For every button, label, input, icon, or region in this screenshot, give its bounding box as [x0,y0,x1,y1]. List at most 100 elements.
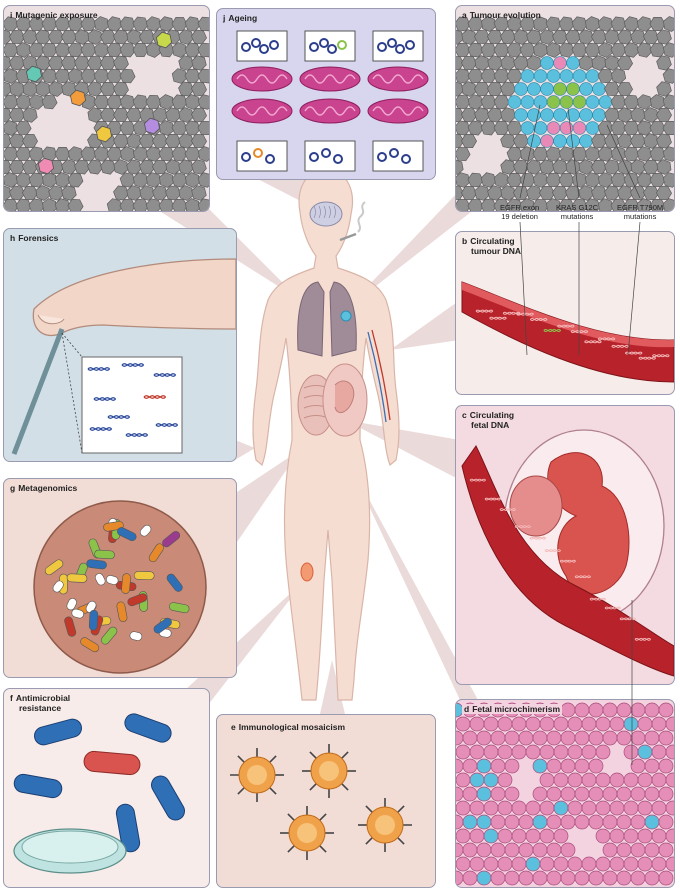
cell [54,68,71,84]
cell [578,55,594,71]
microbe [129,631,143,641]
tissue-cell [644,758,660,774]
tissue-cell [581,744,597,760]
tumour-cell [553,82,567,96]
cell [513,159,529,175]
resistant-bacterium [83,750,141,776]
microbe [106,575,119,585]
cell [656,159,672,175]
brain-fold [333,205,336,219]
cell [4,94,19,110]
cell [506,120,523,136]
cell [171,16,188,32]
cell [636,42,653,58]
tumour-cell [566,82,580,96]
brain [309,201,343,227]
tissue-cell [504,786,520,802]
cell [113,81,129,97]
zoom-line [61,332,83,454]
tissue-cell [456,744,471,760]
tissue-cell [644,730,660,746]
tissue-cell [539,856,555,872]
tissue-cell [616,702,632,718]
cell [28,94,45,110]
tumour-cell [553,134,567,148]
cell [597,16,614,32]
tissue-cell [623,744,639,760]
tissue-cell [637,772,653,788]
cell [171,172,188,188]
tissue-cell [456,800,471,816]
tissue-cell [630,870,646,886]
finger [32,258,236,337]
cell [15,198,32,211]
cell [591,133,607,149]
tissue-cell [539,744,555,760]
cell [185,198,200,211]
tumour-cell [592,108,606,122]
tumour-cell [546,121,561,135]
cell [171,199,188,211]
tissue-cell [644,870,660,886]
cell [106,42,123,58]
tissue-cell [456,814,464,830]
cell [650,94,665,110]
tissue-cell [553,716,569,732]
cell [649,42,666,58]
tumour-cell [559,95,574,109]
cell [500,81,516,97]
tissue-cell [525,856,541,872]
cell [630,107,646,123]
cell [190,29,208,45]
cell [610,172,627,188]
cell [526,29,542,45]
cell [539,159,555,175]
tissue-cell [539,828,555,844]
mtdna-circle [309,42,319,52]
dna-fragment [570,330,589,334]
tissue-cell [588,786,604,802]
microbe [121,573,131,594]
cell [106,94,123,110]
mutated-cell [95,125,113,143]
tissue-cell [651,744,667,760]
dna-fragment [514,525,531,529]
cell [584,172,601,188]
cell [87,159,103,175]
tissue-cell [637,856,653,872]
cell [178,81,194,97]
cell [467,172,484,188]
tumour-cell [540,56,554,70]
mtdna-circle [319,38,329,48]
microbe [94,573,106,586]
cristae [236,74,288,84]
dna-fragment [87,367,111,371]
tumour-cell [553,56,567,70]
cell [4,29,12,45]
tissue-cell [623,800,639,816]
cell [487,185,503,201]
tissue-cell [560,870,576,886]
cell [571,198,588,211]
cell [15,94,32,110]
cell [132,16,149,32]
dna-fragment [619,617,636,621]
tissue-cell [469,800,485,816]
microbe [88,609,99,631]
cell [93,68,110,84]
cell [480,68,497,84]
mitochondrion [299,66,361,92]
tissue-cell [469,772,485,788]
microbe [148,543,164,563]
tissue-cell [651,772,667,788]
cell [60,55,78,71]
tissue-cell [497,828,513,844]
cell [158,16,175,32]
vein [367,331,387,423]
tissue-cell [504,870,520,886]
tissue-cell [553,856,569,872]
tissue-cell [483,828,499,844]
